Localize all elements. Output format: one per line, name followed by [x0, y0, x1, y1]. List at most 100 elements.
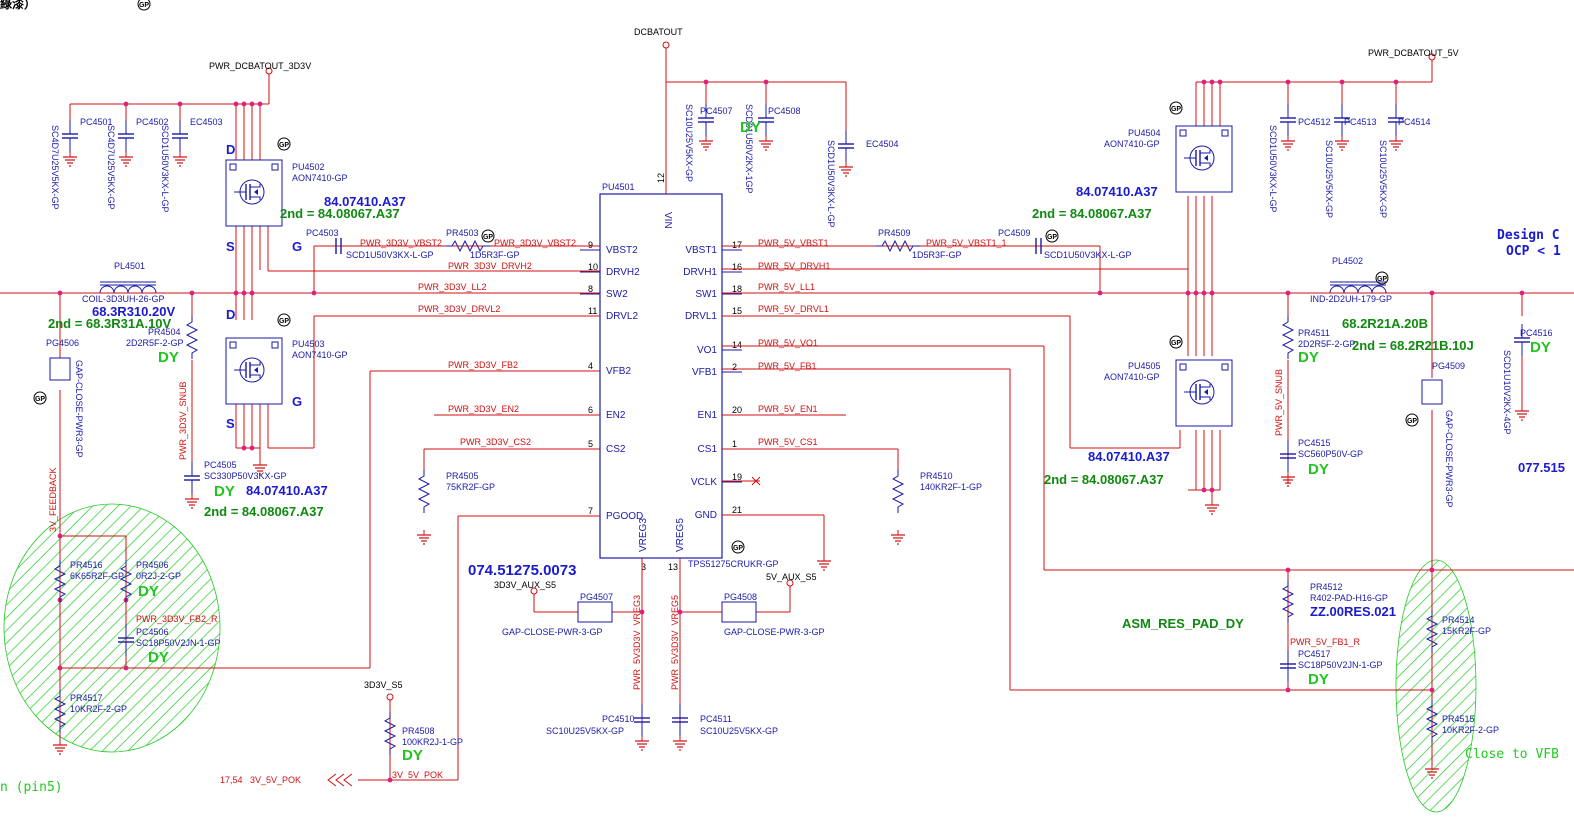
caps-pc4508-ref: PC4508 [768, 106, 801, 116]
mosfet-pu4505 [1175, 359, 1233, 427]
caps-pc4508-part: SCD01U50V2KX-1GP [744, 104, 754, 194]
junction-dot [1217, 79, 1223, 85]
nets-aux5-net: 5V_AUX_S5 [766, 572, 817, 582]
ic-body [599, 193, 723, 559]
caps-pc4517-ref: PC4517 [1298, 649, 1331, 659]
cap-pc4503 [335, 238, 342, 254]
ic-pin-label: DRVL2 [606, 311, 638, 322]
junction-dot [123, 665, 129, 671]
res-pr4509-part: 1D5R3F-GP [912, 250, 962, 260]
ic-pin-number: 9 [588, 240, 593, 250]
junction-dot [763, 79, 769, 85]
res-pr4505 [416, 469, 432, 545]
res-pr4508 [384, 711, 396, 756]
caps-pc4516-part: SCD1U10V2KX-4GP [1502, 350, 1512, 435]
ic-pin-label: CS1 [698, 444, 718, 455]
ic-pin-label: EN2 [606, 410, 626, 421]
ic-pin-label: DRVH1 [683, 267, 717, 278]
gaps-pg4506-part: GAP-CLOSE-PWR3-GP [74, 360, 84, 458]
ic-pin-label: PGOOD [606, 511, 643, 522]
junction-dot [1429, 687, 1435, 693]
net-3v3-rail: PWR_DCBATOUT_3D3V [209, 61, 311, 71]
caps-pc4515-part: SC560P50V-GP [1298, 449, 1363, 459]
pok-arrows [327, 773, 353, 787]
gaps-pg4506-ref: PG4506 [46, 338, 79, 348]
gaps-pg4509-ref: PG4509 [1432, 361, 1465, 371]
res-pr4508-ref: PR4508 [402, 726, 435, 736]
junction-dot [311, 290, 317, 296]
partnums-side-pn-pn: 077.515 [1518, 460, 1565, 475]
gaps-pg4509-part: GAP-CLOSE-PWR3-GP [1444, 410, 1454, 508]
nets-ll2-net: PWR_3D3V_LL2 [418, 282, 487, 292]
junction-dot [677, 609, 683, 615]
caps-pc4515-ref: PC4515 [1298, 438, 1331, 448]
pu4503-2nd: 2nd = 84.08067.A37 [204, 504, 324, 519]
mosfet-pu4503-ref: PU4503 [292, 339, 325, 349]
mosfet-pu4505-part: AON7410-GP [1104, 372, 1160, 382]
caps-pc4503-part: SCD1U50V3KX-L-GP [346, 250, 434, 260]
res-pr4510-part: 140KR2F-1-GP [920, 482, 982, 492]
cap-pc4501 [61, 119, 79, 167]
label-s-top: S [226, 239, 235, 254]
res-pr4511 [1282, 315, 1294, 360]
junction-dot [57, 290, 63, 296]
ic-pin-number: 21 [732, 505, 742, 515]
cap-ec4503 [171, 119, 189, 167]
junction-dot [233, 290, 239, 296]
junction-dot [703, 79, 709, 85]
ic-pin-label: DRVH2 [606, 267, 640, 278]
res-pr4504-ref: PR4504 [148, 327, 181, 337]
ic-ref: PU4501 [602, 182, 635, 192]
caps-pc4510-part: SC10U25V5KX-GP [546, 726, 624, 736]
ic-pin-label: SW1 [695, 289, 717, 300]
labels-dy-dy: DY [214, 483, 235, 500]
pu4503-pn: 84.07410.A37 [246, 483, 328, 498]
caps-pc4502-part: SC4D7U25V5KX-GP [106, 125, 116, 210]
inductor-pl4502 [1329, 281, 1387, 294]
junction-dot [57, 533, 63, 539]
junction-dot [1209, 487, 1215, 493]
mosfet-pu4505-ref: PU4505 [1128, 361, 1161, 371]
res-pr4505-part: 75KR2F-GP [446, 482, 495, 492]
gap-pg4506 [49, 357, 71, 381]
gap-pg4509 [1421, 379, 1443, 405]
caps-pc4501-ref: PC4501 [80, 117, 113, 127]
cap-pc4510 [633, 703, 651, 751]
ic-vreg3-num: 3 [641, 562, 646, 572]
nets-feedback-net: 3V_FEEDBACK [48, 467, 58, 532]
res-pr4515-ref: PR4515 [1442, 714, 1475, 724]
caps-pc4503-ref: PC4503 [306, 228, 339, 238]
res-pr4512-ref: PR4512 [1310, 582, 1343, 592]
ic-pin-number: 17 [732, 240, 742, 250]
ic-pin-number: 16 [732, 262, 742, 272]
label-g-top: G [292, 239, 302, 254]
labels-dy-dy: DY [740, 119, 761, 136]
nets-drvh2-net: PWR_3D3V_DRVH2 [448, 261, 532, 271]
mosfet-pu4502-part: AON7410-GP [292, 173, 348, 183]
junction-dot [249, 101, 255, 107]
ic-pin-label: CS2 [606, 444, 626, 455]
ic-pin-label: VFB2 [606, 366, 631, 377]
res-pr4509-ref: PR4509 [878, 228, 911, 238]
caps-pc4505-ref: PC4505 [204, 460, 237, 470]
nets-fb2-net: PWR_3D3V_FB2 [448, 360, 518, 370]
junction-dot [1285, 687, 1291, 693]
junction-dot [123, 101, 129, 107]
junction-dot [57, 665, 63, 671]
ic-vreg3-label: VREG3 [638, 518, 649, 552]
ic-pin-label: EN1 [698, 410, 718, 421]
label-d-bot: D [226, 307, 235, 322]
mosfet-pu4503-part: AON7410-GP [292, 350, 348, 360]
nets-ll1-net: PWR_5V_LL1 [758, 282, 815, 292]
labels-dy-dy: DY [1308, 461, 1329, 478]
net-5v-rail: PWR_DCBATOUT_5V [1368, 48, 1459, 58]
ic-pin-number: 2 [732, 362, 737, 372]
caps-pc4501-part: SC4D7U25V5KX-GP [50, 125, 60, 210]
labels-dy-dy: DY [148, 649, 169, 666]
nets-fb1-net: PWR_5V_FB1 [758, 361, 817, 371]
res-pr4511-part: 2D2R5F-2-GP [1298, 339, 1356, 349]
gnd-ic [816, 555, 832, 571]
labels-dy-dy: DY [1298, 349, 1319, 366]
res-pr4517-part: 10KR2F-2-GP [70, 704, 127, 714]
